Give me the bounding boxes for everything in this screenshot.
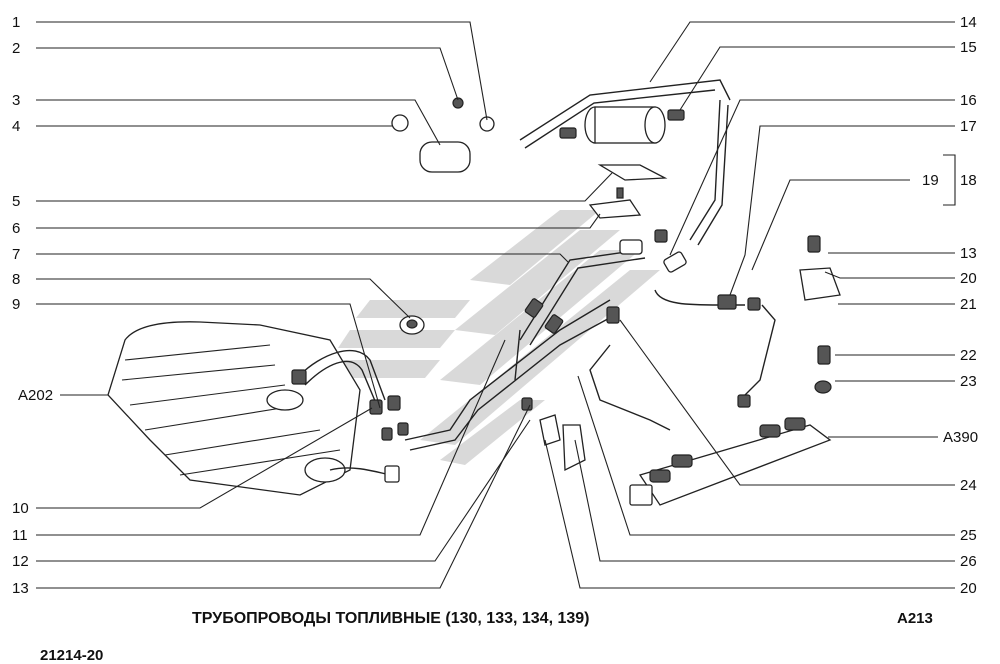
callout-26: 26 bbox=[960, 553, 977, 570]
diagram-caption: ТРУБОПРОВОДЫ ТОПЛИВНЫЕ (130, 133, 134, 1… bbox=[192, 610, 589, 627]
callout-10: 10 bbox=[12, 500, 29, 517]
filter-clamp bbox=[391, 97, 495, 173]
callout-6: 6 bbox=[12, 220, 20, 237]
callout-17: 17 bbox=[960, 118, 977, 135]
callout-11: 11 bbox=[12, 527, 28, 544]
callout-9: 9 bbox=[12, 296, 20, 313]
callout-21: 21 bbox=[960, 296, 977, 313]
callout-labels-left: 1 2 3 4 5 6 7 8 9 A202 10 11 12 13 bbox=[12, 14, 53, 597]
filter-outlet-pipes bbox=[654, 99, 776, 408]
callout-13-right: 13 bbox=[960, 245, 977, 262]
callout-14: 14 bbox=[960, 14, 977, 31]
pipe-couplings bbox=[524, 229, 687, 334]
callout-a202: A202 bbox=[18, 387, 53, 404]
callout-23: 23 bbox=[960, 373, 977, 390]
callout-12: 12 bbox=[12, 553, 29, 570]
section-code: A213 bbox=[897, 610, 933, 627]
leader-lines bbox=[36, 21, 956, 589]
lower-bracket bbox=[521, 397, 586, 472]
callout-2: 2 bbox=[12, 40, 20, 57]
watermark-logo bbox=[322, 210, 660, 465]
callout-16: 16 bbox=[960, 92, 977, 109]
callout-20-bottom: 20 bbox=[960, 580, 977, 597]
mounting-bracket bbox=[588, 164, 668, 219]
callout-3: 3 bbox=[12, 92, 20, 109]
callout-5: 5 bbox=[12, 193, 20, 210]
fuel-rail bbox=[629, 417, 832, 506]
callout-24: 24 bbox=[960, 477, 977, 494]
callout-1: 1 bbox=[12, 14, 20, 31]
callout-8: 8 bbox=[12, 271, 20, 288]
callout-7: 7 bbox=[12, 246, 20, 263]
page-code: 21214-20 bbox=[40, 647, 103, 664]
callout-22: 22 bbox=[960, 347, 977, 364]
hose-clamp bbox=[399, 315, 425, 335]
rail-bracket bbox=[799, 235, 841, 394]
callout-a390: A390 bbox=[943, 429, 978, 446]
callout-25: 25 bbox=[960, 527, 977, 544]
callout-19: 19 bbox=[922, 172, 939, 189]
callout-18: 18 bbox=[960, 172, 977, 189]
callout-15: 15 bbox=[960, 39, 977, 56]
fuel-tank bbox=[107, 321, 361, 496]
fuel-filter bbox=[519, 79, 731, 149]
callout-20-top: 20 bbox=[960, 270, 977, 287]
callout-13-left: 13 bbox=[12, 580, 29, 597]
callout-4: 4 bbox=[12, 118, 20, 135]
callout-labels-right: 14 15 16 17 18 19 13 20 21 22 23 A390 24… bbox=[922, 14, 978, 597]
